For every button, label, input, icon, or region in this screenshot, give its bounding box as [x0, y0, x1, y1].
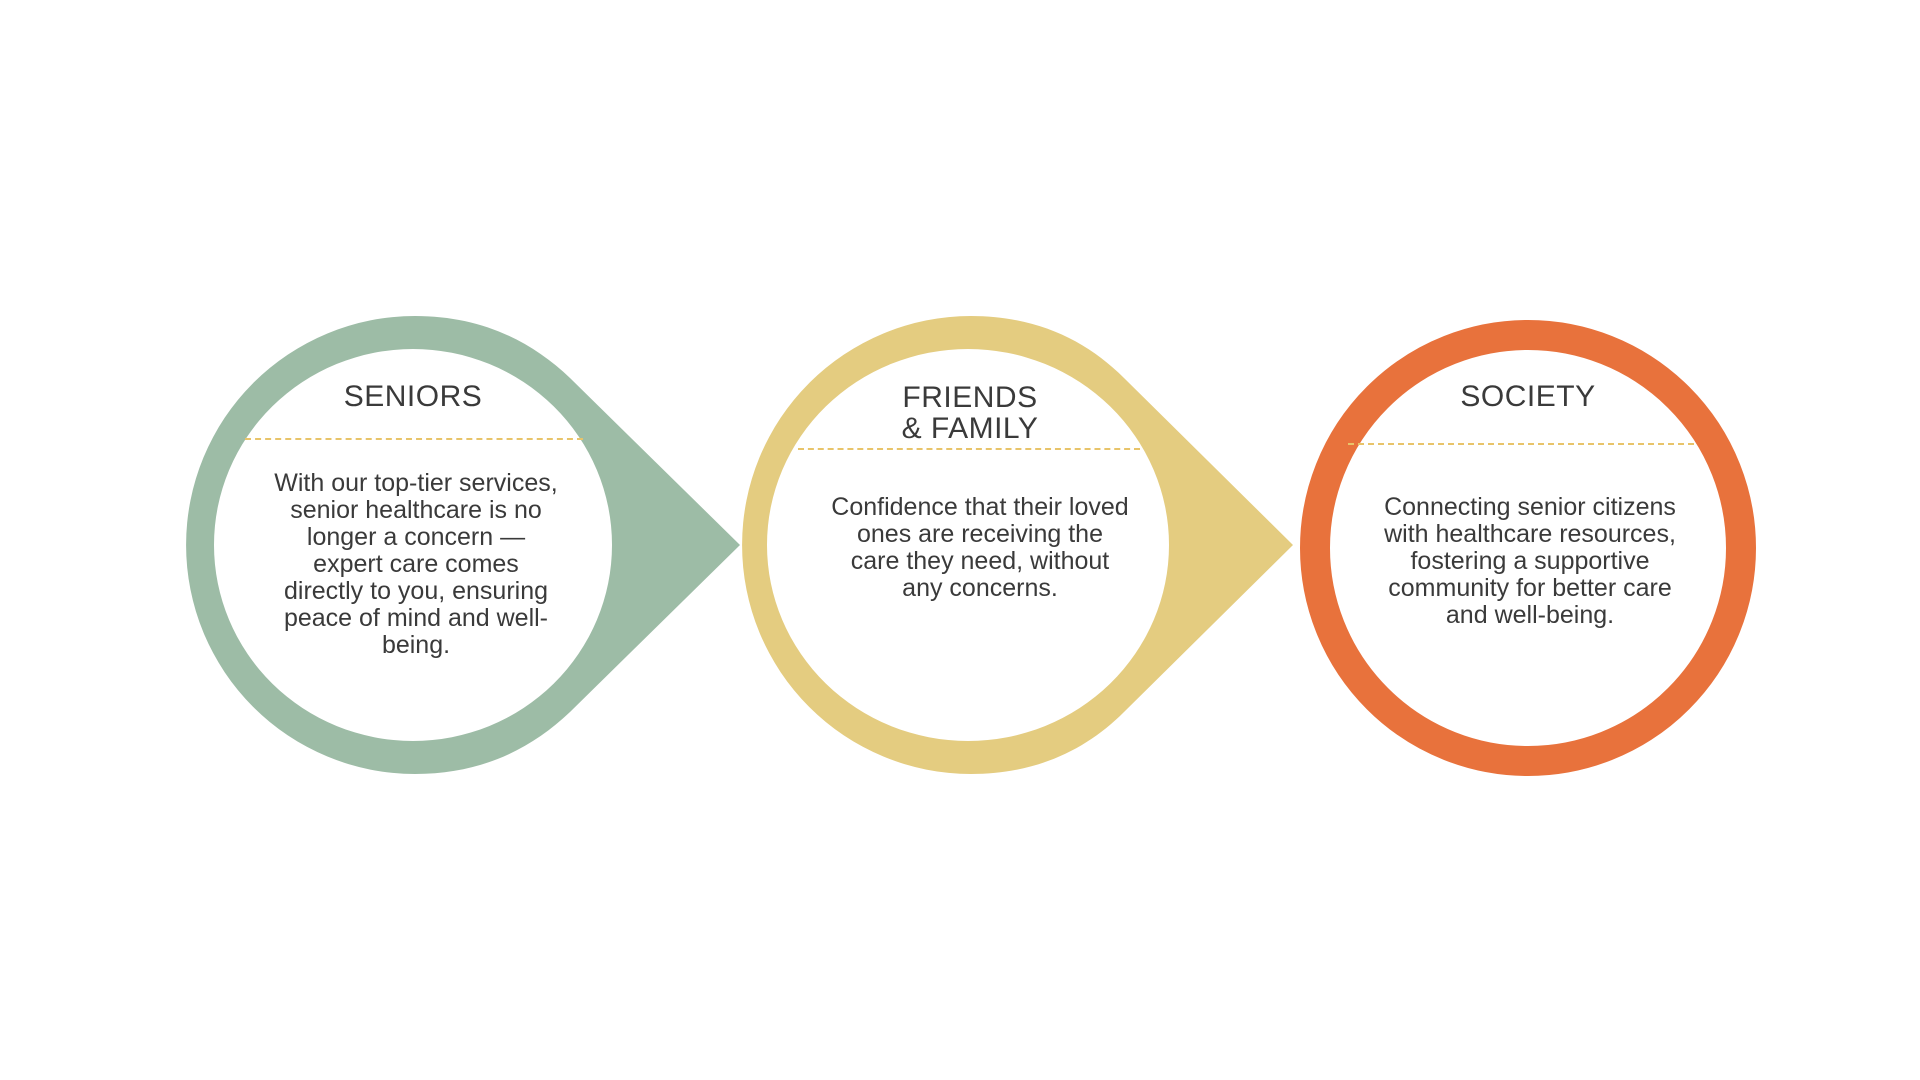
- society-title: SOCIETY: [1460, 380, 1596, 413]
- friends-family-title: FRIENDS & FAMILY: [901, 381, 1039, 445]
- seniors-ring-shape: [186, 316, 740, 774]
- society-description: Connecting senior citizens with healthca…: [1384, 493, 1676, 629]
- society-ring-shape: [1300, 320, 1756, 776]
- seniors-divider: [245, 438, 583, 440]
- seniors-title: SENIORS: [343, 380, 483, 413]
- society-divider: [1348, 443, 1694, 445]
- friends-family-ring-shape: [742, 316, 1293, 774]
- friends-family-description: Confidence that their loved ones are rec…: [831, 493, 1129, 602]
- friends-family-divider: [798, 448, 1140, 450]
- seniors-description: With our top-tier services, senior healt…: [274, 469, 558, 659]
